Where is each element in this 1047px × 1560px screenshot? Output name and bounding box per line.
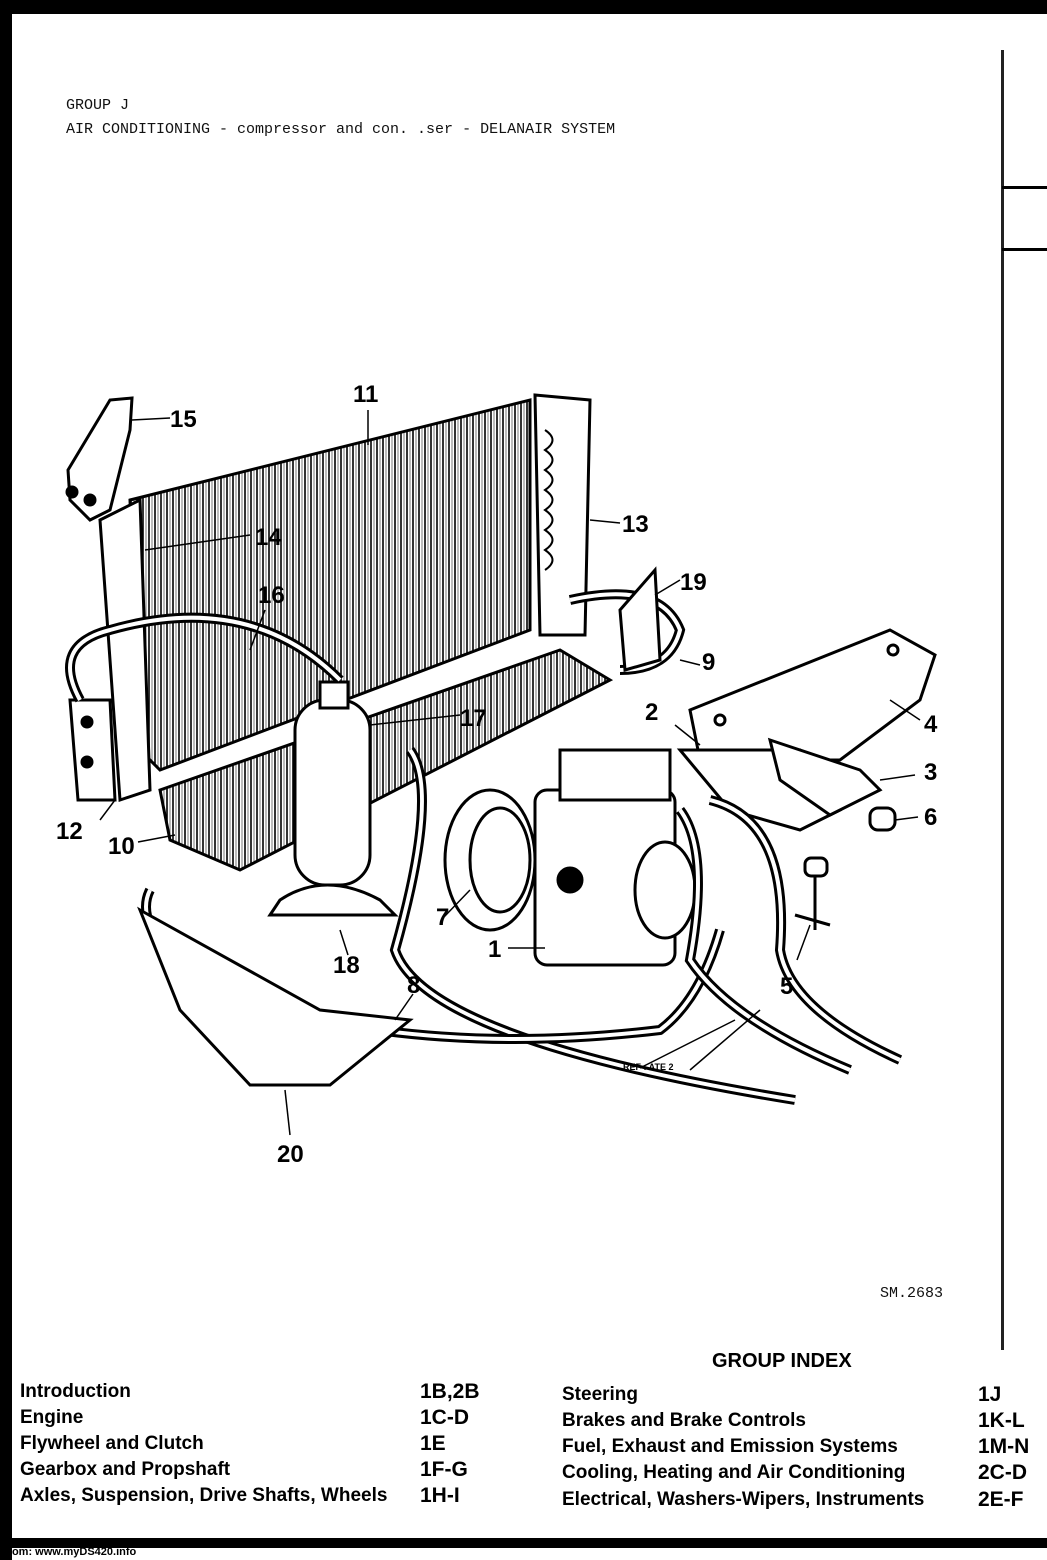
compressor-1 bbox=[443, 748, 697, 967]
bolt-5 bbox=[794, 856, 831, 930]
condenser-lower-10 bbox=[158, 648, 614, 872]
right-margin-rule bbox=[1001, 50, 1004, 1350]
index-code: 1F-G bbox=[420, 1458, 468, 1481]
callout-16: 16 bbox=[258, 582, 285, 609]
callout-11: 11 bbox=[353, 381, 378, 408]
index-code: 1B,2B bbox=[420, 1380, 480, 1403]
index-code: 1C-D bbox=[420, 1406, 470, 1429]
index-label: Engine bbox=[20, 1407, 84, 1428]
index-code: 1K-L bbox=[978, 1409, 1025, 1432]
spacer-6 bbox=[868, 806, 897, 832]
callout-8: 8 bbox=[407, 972, 420, 999]
callout-19: 19 bbox=[680, 569, 707, 596]
group-index-title: GROUP INDEX bbox=[712, 1350, 852, 1372]
callout-5: 5 bbox=[780, 973, 793, 1000]
callout-17: 17 bbox=[460, 705, 487, 732]
callout-6: 6 bbox=[924, 804, 937, 831]
shield-20 bbox=[137, 906, 414, 1087]
callout-3: 3 bbox=[924, 759, 937, 786]
index-label: Gearbox and Propshaft bbox=[20, 1459, 231, 1480]
page-border-bottom bbox=[0, 1538, 1047, 1548]
index-code: 2E-F bbox=[978, 1488, 1024, 1511]
callout-10: 10 bbox=[108, 833, 135, 860]
bracket-15 bbox=[65, 396, 134, 522]
receiver-drier-17 bbox=[267, 680, 399, 917]
index-code: 1E bbox=[420, 1432, 446, 1455]
index-code: 1H-I bbox=[420, 1484, 460, 1507]
callout-12: 12 bbox=[56, 818, 83, 845]
bracket-12 bbox=[68, 698, 117, 802]
index-label: Axles, Suspension, Drive Shafts, Wheels bbox=[20, 1485, 388, 1506]
exploded-parts-diagram: 1 2 3 4 5 6 7 8 9 10 11 12 13 14 15 16 1… bbox=[40, 370, 1000, 1190]
index-label: Cooling, Heating and Air Conditioning bbox=[562, 1462, 906, 1483]
callout-20: 20 bbox=[277, 1141, 304, 1168]
page-title: AIR CONDITIONING - compressor and con. .… bbox=[66, 121, 616, 138]
callout-9: 9 bbox=[702, 649, 715, 676]
index-code: 2C-D bbox=[978, 1461, 1028, 1484]
index-code: 1J bbox=[978, 1383, 1002, 1406]
index-label: Electrical, Washers-Wipers, Instruments bbox=[562, 1489, 925, 1510]
callout-7: 7 bbox=[436, 904, 449, 931]
group-label: GROUP J bbox=[66, 97, 130, 114]
page-header: GROUP J AIR CONDITIONING - compressor an… bbox=[66, 94, 615, 142]
index-code: 1M-N bbox=[978, 1435, 1030, 1458]
callout-18: 18 bbox=[333, 952, 360, 979]
callout-14: 14 bbox=[255, 524, 282, 551]
tab-mark bbox=[1002, 248, 1047, 251]
callout-13: 13 bbox=[622, 511, 649, 538]
tab-mark bbox=[1002, 186, 1047, 189]
index-label: Flywheel and Clutch bbox=[20, 1433, 204, 1454]
index-label: Brakes and Brake Controls bbox=[562, 1410, 806, 1431]
leader-lines bbox=[99, 410, 921, 1136]
index-label: Introduction bbox=[20, 1381, 131, 1402]
callout-2: 2 bbox=[645, 699, 658, 726]
bracket-19 bbox=[618, 566, 662, 672]
index-label: Fuel, Exhaust and Emission Systems bbox=[562, 1436, 898, 1457]
callout-1: 1 bbox=[488, 936, 501, 963]
hose-discharge bbox=[708, 795, 903, 1065]
figure-code: SM.2683 bbox=[880, 1285, 944, 1302]
ref-note: REF : ATE 2 bbox=[623, 1062, 674, 1072]
callout-15: 15 bbox=[170, 406, 197, 433]
callout-4: 4 bbox=[924, 711, 938, 738]
index-label: Steering bbox=[562, 1384, 639, 1405]
source-footer: from: www.myDS420.info bbox=[4, 1546, 137, 1558]
